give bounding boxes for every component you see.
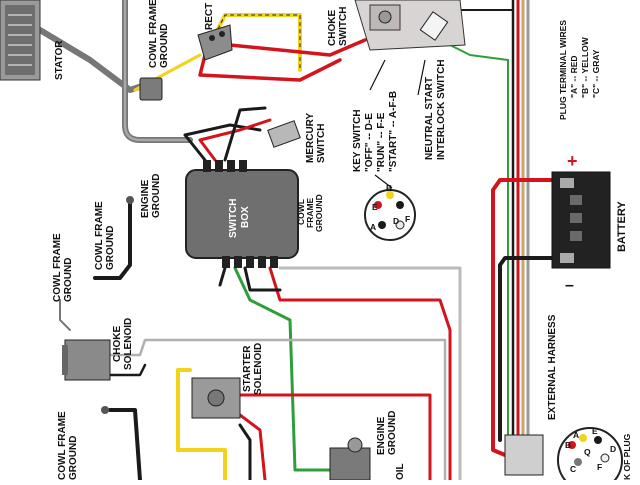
switch-box [185, 160, 299, 268]
key-switch [364, 189, 416, 241]
switchbox-black-wire-left [218, 266, 227, 287]
label-plug-c: "C" -- GRAY [591, 49, 601, 98]
label-neutral-2: INTERLOCK SWITCH [436, 59, 447, 160]
label-battery: BATTERY [616, 201, 628, 252]
plug-pin-e: E [592, 426, 598, 436]
switchbox-red-wire-1 [198, 118, 272, 162]
starter-red-wire [238, 393, 432, 482]
label-external-harness: EXTERNAL HARNESS [547, 314, 558, 420]
label-choke-solenoid-1: CHOKE [112, 326, 123, 362]
cowl-bottom-ground-wire [108, 408, 142, 482]
pointer-arrows [369, 59, 426, 189]
choke-solenoid [62, 339, 111, 381]
label-choke-solenoid-2: SOLENOID [123, 318, 134, 370]
starter-yellow-wire [176, 368, 227, 482]
cowl-far-left-wire [59, 299, 71, 331]
switchbox-black-wire-1 [183, 123, 262, 162]
label-plug-title: PLUG TERMINAL WIRES [558, 20, 568, 120]
label-cowl-top-2: GROUND [159, 24, 170, 68]
key-pin-f: F [405, 214, 410, 224]
label-mercury-2: SWITCH [316, 124, 327, 163]
key-pin-a: A [370, 222, 376, 232]
switchbox-black-wire-2 [223, 106, 267, 162]
stator-connector [139, 77, 163, 101]
harness-plug [504, 434, 544, 476]
label-cowl-bottom-1: COWL FRAME [57, 411, 68, 480]
plug-pin-d: D [610, 444, 616, 454]
label-engine-ground-1: ENGINE [140, 179, 151, 218]
label-stator: STATOR [54, 40, 65, 80]
battery [551, 171, 611, 269]
key-pin-b: B [386, 183, 392, 193]
coil [329, 437, 371, 481]
battery-black-wire [498, 256, 557, 442]
key-pin-e: E [372, 202, 378, 212]
label-key-off: "OFF" -- D-E [364, 113, 375, 172]
rectifier-red-wire-2 [198, 53, 342, 82]
back-of-plug [557, 427, 623, 485]
stator-gray-wire-inner [123, 0, 192, 142]
label-plus: + [567, 151, 578, 171]
switchbox-green-wire [233, 266, 332, 472]
label-key-start: "START" -- A-F-B [388, 91, 399, 172]
starter-solenoid [191, 377, 241, 419]
plug-pin-c: C [570, 464, 576, 474]
label-cowl-box-1: COWL [296, 199, 306, 225]
choke-switch [354, 0, 466, 51]
rectifier-yellow-wire [213, 13, 302, 72]
switchbox-black-wire-down [243, 266, 282, 292]
cowl-left-ground-wire [93, 198, 132, 280]
starter-black-wire [238, 423, 252, 482]
label-cowl-bottom-2: GROUND [68, 436, 79, 480]
mercury-switch [267, 120, 301, 148]
label-plug-b: "B" -- YELLOW [580, 36, 590, 98]
label-key-run: "RUN" -- F-E [376, 112, 387, 172]
key-pin-d: D [393, 216, 399, 226]
label-starter-solenoid-1: STARTER [242, 345, 253, 392]
label-engine-ground-low-1: ENGINE [376, 416, 387, 455]
label-cowl-far-left-1: COWL FRAME [52, 233, 63, 302]
stator [0, 0, 41, 81]
label-cowl-box-2: FRAME [305, 197, 315, 228]
plug-pin-a: A [573, 430, 579, 440]
switchbox-white-wire [278, 266, 462, 482]
plug-pin-f: F [597, 462, 602, 472]
starter-red-wire-2 [238, 413, 267, 482]
label-plug-a: "A" -- RED [569, 55, 579, 98]
label-minus: – [565, 277, 574, 294]
rectifier [197, 24, 233, 61]
choke-solenoid-gray-wire [108, 338, 447, 482]
label-cowl-left-1: COWL FRAME [94, 201, 105, 270]
label-choke-switch-1: CHOKE [327, 10, 338, 46]
label-starter-solenoid-2: SOLENOID [253, 343, 264, 395]
label-choke-switch-2: SWITCH [338, 7, 349, 46]
label-coil-partial: OIL [395, 463, 406, 480]
wires [37, 0, 557, 482]
labels: STATOR COWL FRAME GROUND RECT CHOKE SWIT… [52, 0, 632, 480]
label-cowl-box-3: GROUND [314, 194, 324, 232]
battery-red-wire [491, 178, 557, 457]
rectifier-red-wire [228, 38, 367, 57]
plug-pin-b: B [565, 440, 571, 450]
label-cowl-far-left-2: GROUND [63, 258, 74, 302]
label-neutral-1: NEUTRAL START [424, 77, 435, 160]
cowl-bottom-ground-terminal [101, 406, 109, 414]
label-engine-ground-low-2: GROUND [387, 411, 398, 455]
label-key-title: KEY SWITCH [352, 109, 363, 172]
label-rectifier: RECT [204, 3, 215, 30]
plug-pin-q: Q [584, 447, 591, 457]
label-cowl-left-2: GROUND [105, 226, 116, 270]
label-switch-box-1: SWITCH [228, 199, 239, 238]
label-back-of-plug: K OF PLUG [622, 433, 632, 480]
engine-ground-terminal [126, 196, 134, 204]
choke-solenoid-black-wire [108, 363, 147, 377]
label-mercury-1: MERCURY [305, 112, 316, 163]
label-engine-ground-2: GROUND [151, 174, 162, 218]
label-switch-box-2: BOX [240, 206, 251, 228]
label-cowl-top-1: COWL FRAME [148, 0, 159, 68]
